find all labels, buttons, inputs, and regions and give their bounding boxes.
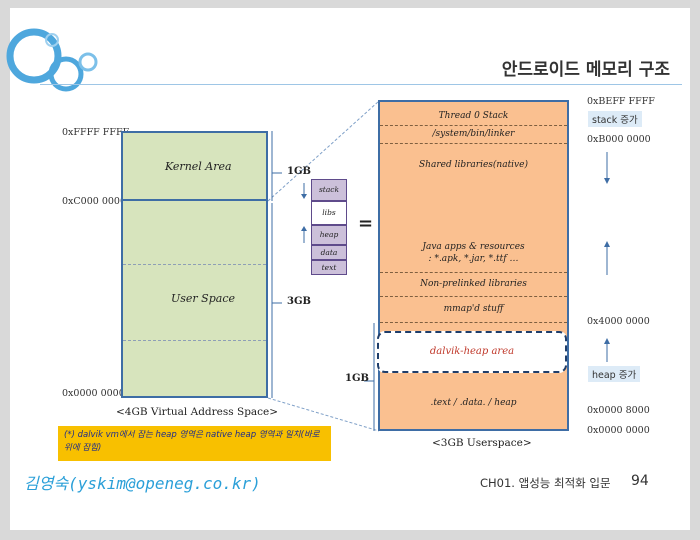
- dalvik-heap-label: dalvik-heap area: [429, 346, 515, 357]
- kernel-size-label: 1GB: [287, 166, 311, 177]
- address-zero-label: 0x0000 0000: [587, 425, 650, 436]
- mini-stack-segment: stack: [311, 179, 347, 201]
- mini-heap-segment: heap: [311, 225, 347, 245]
- userspace-caption: <3GB Userspace>: [432, 437, 532, 449]
- address-top-label: 0xFFFF FFFF: [62, 127, 130, 138]
- address-bottom-label: 0x0000 0000: [62, 388, 125, 399]
- stack-growth-tag: stack 증가: [588, 111, 642, 127]
- user-space-label: User Space: [171, 292, 235, 305]
- mini-data-segment: data: [311, 245, 347, 260]
- page-number: 94: [631, 473, 649, 489]
- address-beff-label: 0xBEFF FFFF: [587, 96, 655, 107]
- userspace-map-box: [378, 100, 569, 431]
- equals-sign: =: [358, 213, 374, 234]
- thread-stack-segment: Thread 0 Stack: [438, 111, 509, 121]
- segment-divider: [380, 322, 567, 323]
- title-divider: [40, 84, 682, 85]
- mini-libs-segment: libs: [311, 201, 347, 225]
- linker-segment: /system/bin/linker: [432, 129, 515, 139]
- segment-divider: [380, 296, 567, 297]
- segment-divider: [380, 143, 567, 144]
- nonprelinked-segment: Non-prelinked libraries: [420, 279, 527, 289]
- dalvik-note: (*) dalvik vm에서 잡는 heap 영역은 native heap …: [58, 426, 331, 461]
- logo-circles-icon: [6, 28, 98, 92]
- mmap-segment: mmap'd stuff: [443, 304, 504, 314]
- text-data-heap-segment: .text / .data. / heap: [430, 398, 517, 408]
- java-apps-ext-segment: : *.apk, *.jar, *.ttf …: [428, 254, 519, 264]
- kernel-area-label: Kernel Area: [165, 160, 232, 173]
- address-8000-label: 0x0000 8000: [587, 405, 650, 416]
- address-mid-label: 0xC000 0000: [62, 196, 126, 207]
- segment-divider: [380, 125, 567, 126]
- dalvik-heap-area: dalvik-heap area: [377, 331, 567, 373]
- chapter-footer: CH01. 앱성능 최적화 입문: [480, 476, 611, 490]
- java-apps-segment: Java apps & resources: [422, 242, 525, 252]
- page-title: 안드로이드 메모리 구조: [501, 60, 670, 80]
- author-signature: 김영숙(yskim@openeg.co.kr): [24, 474, 261, 493]
- address-4000-label: 0x4000 0000: [587, 316, 650, 327]
- address-b000-label: 0xB000 0000: [587, 134, 651, 145]
- heap-growth-tag: heap 증가: [588, 366, 641, 382]
- shared-libs-segment: Shared libraries(native): [419, 160, 528, 170]
- dalvik-size-label: 1GB: [345, 373, 369, 384]
- virtual-space-caption: <4GB Virtual Address Space>: [116, 406, 279, 418]
- user-size-label: 3GB: [287, 296, 311, 307]
- user-space-divider: [123, 340, 266, 341]
- segment-divider: [380, 272, 567, 273]
- kernel-area-box: [121, 131, 268, 201]
- mini-text-segment: text: [311, 260, 347, 275]
- user-space-divider: [123, 264, 266, 265]
- user-space-box: [121, 201, 268, 398]
